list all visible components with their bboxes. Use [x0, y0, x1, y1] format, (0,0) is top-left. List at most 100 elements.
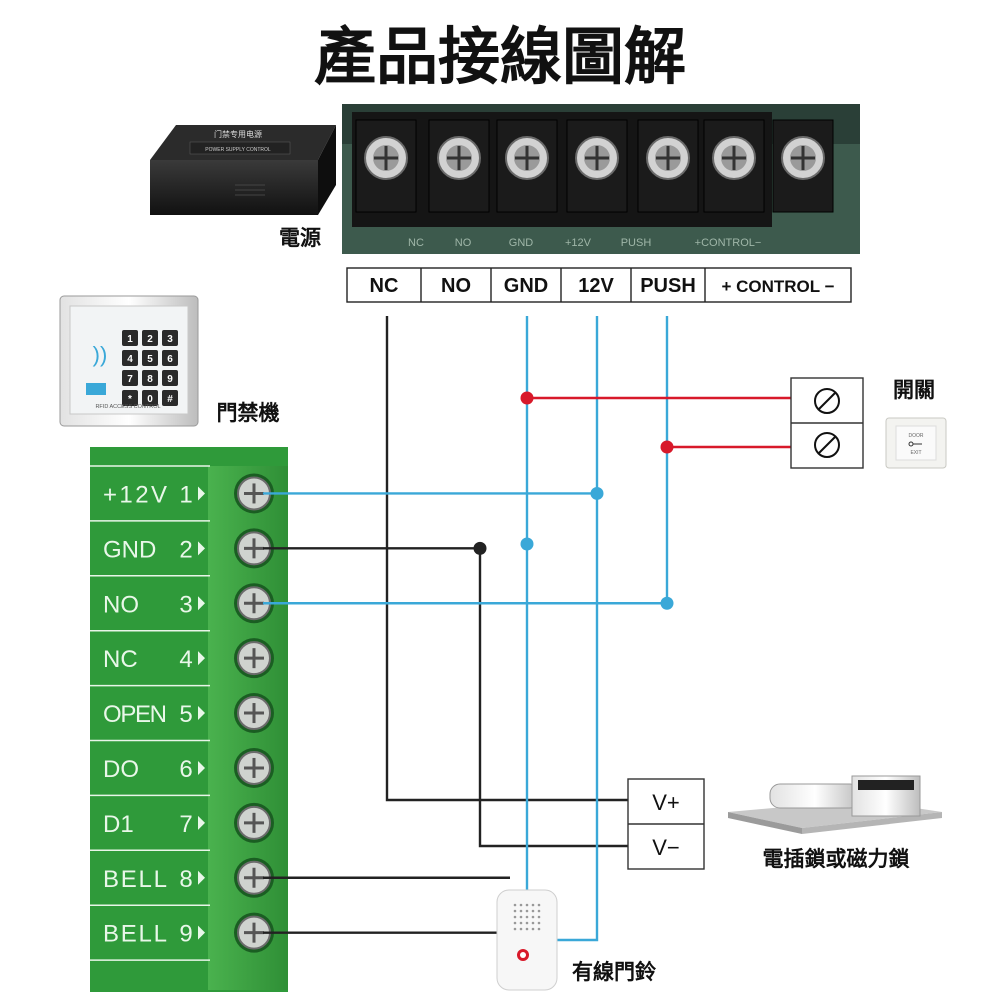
board-terminal-text: +12V [565, 237, 592, 249]
wire-junction-dot [473, 541, 487, 555]
keypad-key: 0 [142, 390, 158, 406]
keypad-key-label: 3 [167, 334, 173, 345]
keypad-key: 2 [142, 330, 158, 346]
power-terminal-label: NO [441, 275, 471, 297]
controller-terminal-name: BELL [103, 921, 167, 948]
controller-terminal-name: BELL [103, 866, 167, 893]
svg-text:)): )) [93, 342, 108, 367]
wire-junction-dot [660, 440, 674, 454]
board-terminal-text: NO [455, 237, 472, 249]
wiring [263, 316, 791, 975]
wire-bell9-to-doorbell [263, 931, 502, 975]
controller-terminal-name: NC [103, 646, 138, 673]
wire-junction-dot [520, 391, 534, 405]
controller-terminal-number: 1 [179, 481, 192, 508]
exit-switch-label: 開關 [893, 378, 935, 402]
keypad-key-label: 7 [127, 374, 133, 385]
controller-terminal-row: +12V 1 [90, 465, 274, 514]
power-terminal-labels: NC NO GND 12V PUSH + CONTROL − [346, 267, 852, 303]
keypad-key-label: 2 [147, 334, 153, 345]
controller-terminal-row: D1 7 [90, 794, 274, 843]
board-terminal-text: GND [509, 237, 534, 249]
keypad-key: # [162, 390, 178, 406]
keypad-key: 7 [122, 370, 138, 386]
terminal-screw-icon [234, 473, 274, 514]
power-terminal-label: GND [504, 275, 548, 297]
power-terminal-label: PUSH [640, 275, 696, 297]
keypad-key: 1 [122, 330, 138, 346]
controller-terminal-number: 9 [179, 921, 192, 948]
board-terminal-text: NC [408, 237, 424, 249]
controller-terminal-name: D1 [103, 811, 134, 838]
electric-lock-device [728, 775, 942, 834]
keypad-key-label: # [167, 394, 173, 405]
terminal-screw-icon [428, 119, 490, 213]
power-terminal-label: NC [370, 275, 399, 297]
keypad-key-label: 8 [147, 374, 153, 385]
lock-terminals: V+ V− [627, 778, 705, 870]
doorbell-label: 有線門鈴 [572, 960, 657, 984]
terminal-screw-icon [234, 747, 274, 788]
power-terminal-label: + CONTROL − [721, 277, 834, 296]
controller-terminal-number: 8 [179, 866, 192, 893]
wire-gnd-to-lock [263, 547, 628, 848]
controller-terminal-number: 5 [179, 701, 192, 728]
key-icon [908, 441, 922, 447]
keypad-key: 4 [122, 350, 138, 366]
lock-terminal-label: V+ [652, 790, 680, 815]
lock-label: 電插鎖或磁力鎖 [763, 847, 911, 871]
terminal-screw-icon [234, 693, 274, 734]
controller-terminal-number: 6 [179, 756, 192, 783]
exit-button-text: DOOR [909, 433, 924, 439]
keypad-key: 6 [162, 350, 178, 366]
controller-terminal-name: OPEN [103, 701, 167, 728]
wire-nc-to-lock [385, 316, 628, 802]
board-terminal-text: +CONTROL− [695, 237, 762, 249]
keypad-key: 8 [142, 370, 158, 386]
screw-symbol-icon [814, 432, 840, 458]
keypad-key-label: 6 [167, 354, 173, 365]
exit-button-device: DOOR EXIT [885, 417, 947, 469]
terminal-screw-icon [637, 119, 699, 213]
keypad-key-label: * [128, 394, 132, 405]
terminal-screw-icon [703, 119, 765, 213]
controller-terminal-row: BELL 9 [90, 904, 274, 953]
keypad-label: 門禁機 [217, 401, 280, 425]
keypad-key-label: 9 [167, 374, 173, 385]
power-supply-device-subtext: POWER SUPPLY CONTROL [205, 147, 271, 153]
controller-terminal-number: 4 [179, 646, 192, 673]
wire-12v [557, 316, 599, 942]
controller-terminal-row: OPEN 5 [90, 684, 274, 734]
board-terminal-text: PUSH [621, 237, 652, 249]
terminal-screw-icon [234, 802, 274, 843]
power-terminal-label: 12V [578, 275, 614, 297]
power-terminal-block: NC NO GND +12V PUSH +CONTROL− [342, 104, 860, 254]
terminal-screw-icon [234, 528, 274, 569]
power-supply-device-text: 门禁专用电源 [214, 129, 262, 139]
power-supply-device: 门禁专用电源 POWER SUPPLY CONTROL [150, 125, 336, 215]
controller-terminal-name: +12V [103, 481, 167, 508]
keypad-key: 3 [162, 330, 178, 346]
keypad-key-label: 1 [127, 334, 133, 345]
lock-terminal-label: V− [652, 835, 680, 860]
keypad-footer-text: RFID ACCESS CONTROL [95, 404, 160, 410]
terminal-screw-icon [772, 119, 834, 213]
terminal-screw-icon [234, 912, 274, 953]
controller-terminal-number: 7 [179, 811, 192, 838]
terminal-screw-icon [355, 119, 417, 213]
power-supply-label: 電源 [279, 226, 321, 250]
screw-symbol-icon [814, 388, 840, 414]
terminal-screw-icon [234, 638, 274, 679]
page-title: 產品接線圖解 [314, 20, 686, 93]
keypad-key: 5 [142, 350, 158, 366]
keypad-key-label: 0 [147, 394, 153, 405]
wire-junction-dot [520, 537, 534, 551]
keypad-key: * [122, 390, 138, 406]
wire-junction-dot [590, 486, 604, 500]
terminal-screw-icon [496, 119, 558, 213]
controller-terminal-number: 2 [179, 536, 192, 563]
controller-terminal-number: 3 [179, 591, 192, 618]
